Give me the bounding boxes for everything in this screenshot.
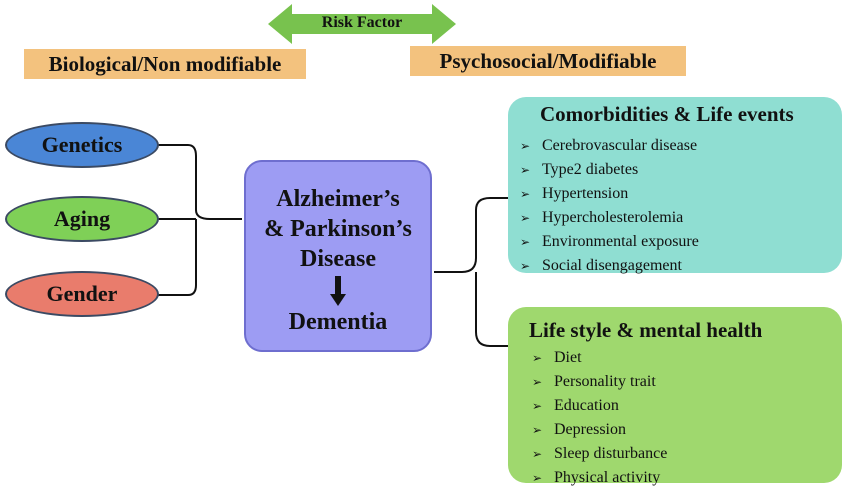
comorbidities-panel: Comorbidities & Life events ➢ Cerebrovasc… bbox=[508, 97, 842, 274]
list-item: ➢ Diet bbox=[532, 346, 842, 370]
arrowhead-bullet-icon: ➢ bbox=[520, 211, 531, 225]
arrowhead-bullet-icon: ➢ bbox=[520, 235, 531, 249]
list-item: ➢ Sleep disturbance bbox=[532, 442, 842, 466]
arrowhead-bullet-icon: ➢ bbox=[532, 423, 543, 437]
comorbidities-title: Comorbidities & Life events bbox=[540, 102, 794, 126]
double-arrow-icon bbox=[268, 4, 456, 44]
list-item: ➢ Physical activity bbox=[532, 466, 842, 490]
arrowhead-bullet-icon: ➢ bbox=[532, 447, 543, 461]
list-item-label: Cerebrovascular disease bbox=[542, 137, 698, 154]
list-item: ➢ Cerebrovascular disease bbox=[520, 134, 842, 158]
gender-oval: Gender bbox=[5, 271, 159, 317]
lifestyle-list: ➢ Diet ➢ Personality trait ➢ Education ➢ Dep… bbox=[508, 344, 842, 490]
list-item-label: Social disengagement bbox=[542, 257, 682, 274]
list-item-label: Depression bbox=[554, 421, 626, 438]
comorbidities-list: ➢ Cerebrovascular disease ➢ Type2 diabetes… bbox=[508, 128, 842, 278]
disease-title-line: & Parkinson’s bbox=[264, 216, 412, 242]
aging-oval: Aging bbox=[5, 196, 159, 242]
list-item: ➢ Personality trait bbox=[532, 370, 842, 394]
arrowhead-bullet-icon: ➢ bbox=[520, 187, 531, 201]
arrowhead-bullet-icon: ➢ bbox=[532, 351, 543, 365]
arrowhead-bullet-icon: ➢ bbox=[532, 399, 543, 413]
arrowhead-bullet-icon: ➢ bbox=[532, 471, 543, 485]
psychosocial-category-label: Psychosocial/Modifiable bbox=[410, 46, 686, 76]
disease-box: Alzheimer’s & Parkinson’s Disease Dement… bbox=[244, 160, 432, 352]
risk-factor-label: Risk Factor bbox=[321, 14, 403, 31]
list-item: ➢ Depression bbox=[532, 418, 842, 442]
list-item: ➢ Education bbox=[532, 394, 842, 418]
right-bracket bbox=[434, 197, 508, 347]
lifestyle-panel: Life style & mental health ➢ Diet ➢ Person… bbox=[508, 307, 842, 486]
arrowhead-bullet-icon: ➢ bbox=[520, 163, 531, 177]
list-item-label: Diet bbox=[554, 349, 582, 366]
arrowhead-bullet-icon: ➢ bbox=[520, 139, 531, 153]
list-item-label: Physical activity bbox=[554, 469, 661, 486]
list-item-label: Education bbox=[554, 397, 619, 414]
list-item-label: Type2 diabetes bbox=[542, 161, 639, 178]
list-item-label: Personality trait bbox=[554, 373, 656, 390]
list-item-label: Hypertension bbox=[542, 185, 629, 202]
list-item-label: Environmental exposure bbox=[542, 233, 699, 250]
disease-title-line: Disease bbox=[300, 246, 376, 272]
list-item: ➢ Social disengagement bbox=[520, 254, 842, 278]
disease-title: Alzheimer’s & Parkinson’s Disease bbox=[246, 184, 430, 274]
dementia-label: Dementia bbox=[288, 309, 388, 335]
list-item-label: Hypercholesterolemia bbox=[542, 209, 684, 226]
disease-title-line: Alzheimer’s bbox=[276, 186, 400, 212]
down-arrow-icon bbox=[330, 276, 346, 306]
arrowhead-bullet-icon: ➢ bbox=[532, 375, 543, 389]
list-item-label: Sleep disturbance bbox=[554, 445, 668, 462]
genetics-oval: Genetics bbox=[5, 122, 159, 168]
risk-factor-arrow: Risk Factor bbox=[268, 4, 456, 44]
list-item: ➢ Environmental exposure bbox=[520, 230, 842, 254]
list-item: ➢ Hypercholesterolemia bbox=[520, 206, 842, 230]
left-bracket bbox=[158, 144, 242, 296]
lifestyle-title: Life style & mental health bbox=[529, 318, 763, 342]
biological-category-label: Biological/Non modifiable bbox=[24, 49, 306, 79]
list-item: ➢ Type2 diabetes bbox=[520, 158, 842, 182]
arrowhead-bullet-icon: ➢ bbox=[520, 259, 531, 273]
list-item: ➢ Hypertension bbox=[520, 182, 842, 206]
